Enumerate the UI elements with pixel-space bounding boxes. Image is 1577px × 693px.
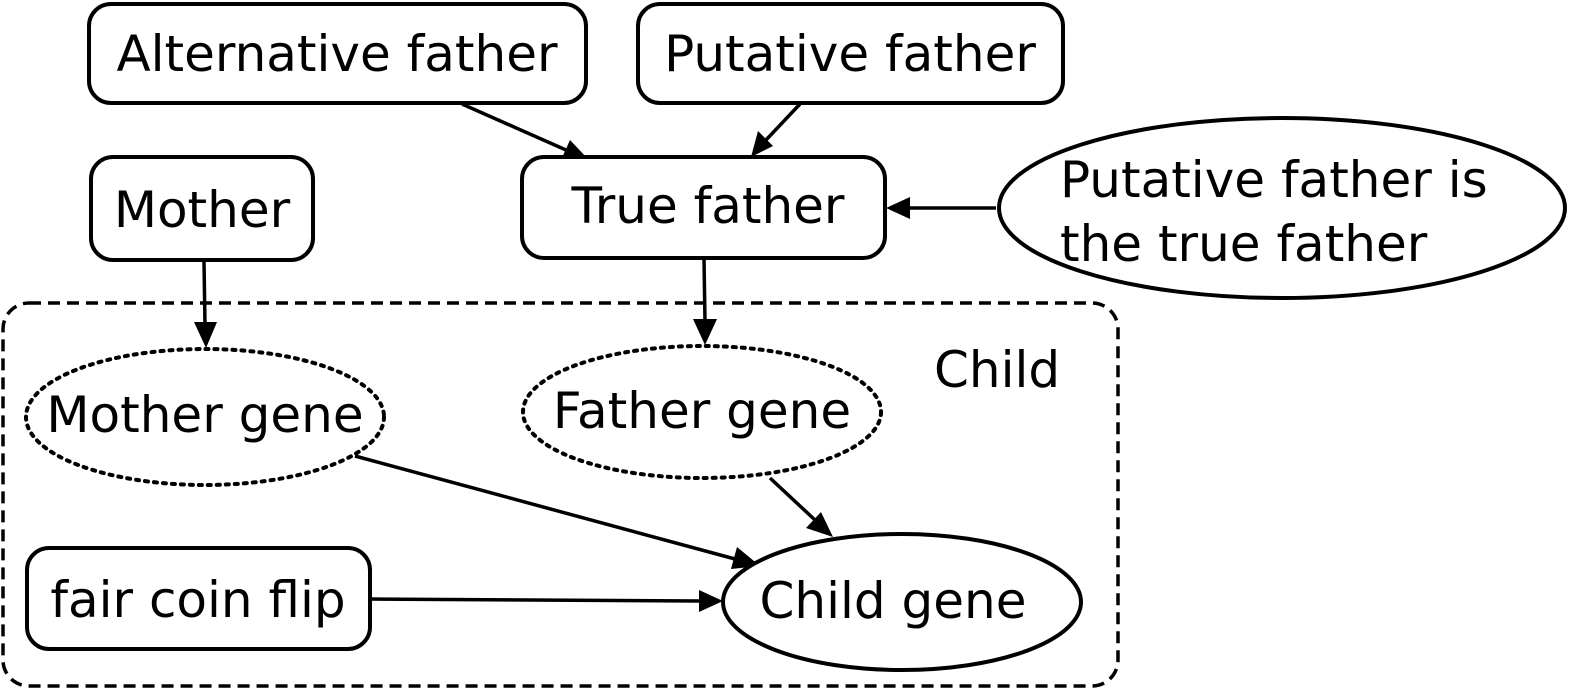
node-child-gene: Child gene bbox=[721, 532, 1083, 672]
edge-alternative-to-true bbox=[461, 102, 567, 152]
edge-true-to-fathergene bbox=[702, 258, 707, 323]
node-father-gene: Father gene bbox=[521, 344, 883, 480]
arrowhead-true-to-fathergene bbox=[693, 319, 717, 345]
child-plate bbox=[1, 301, 1120, 688]
arrowhead-fathergene-to-childgene bbox=[806, 512, 833, 537]
arrowhead-putative-to-true bbox=[751, 131, 773, 157]
node-true-father: True father bbox=[520, 155, 887, 260]
mother-label: Mother bbox=[114, 181, 291, 239]
node-putative-is-true-father: Putative father is the true father bbox=[997, 116, 1567, 300]
child-plate-label: Child bbox=[934, 341, 1060, 399]
arrowhead-indicator-to-true bbox=[886, 197, 910, 219]
putative-is-true-label-line1: Putative father is bbox=[1060, 151, 1488, 209]
arrowhead-mother-to-mothergene bbox=[194, 322, 217, 348]
child-gene-ellipse bbox=[721, 532, 1083, 672]
putative-is-true-label-line2: the true father bbox=[1060, 215, 1428, 273]
alternative-father-label: Alternative father bbox=[116, 25, 558, 83]
fair-coin-flip-label: fair coin flip bbox=[50, 571, 345, 629]
edge-putative-to-true bbox=[764, 102, 802, 142]
mother-gene-label: Mother gene bbox=[46, 386, 363, 444]
node-mother: Mother bbox=[89, 155, 315, 262]
edge-mother-to-mothergene bbox=[202, 261, 207, 326]
mother-gene-ellipse bbox=[24, 347, 386, 487]
putative-is-true-ellipse bbox=[997, 116, 1567, 300]
father-gene-label: Father gene bbox=[553, 382, 851, 440]
fair-coin-flip-box bbox=[25, 546, 372, 651]
alternative-father-box bbox=[87, 2, 588, 105]
node-fair-coin-flip: fair coin flip bbox=[25, 546, 372, 651]
edge-fathergene-to-childgene bbox=[768, 476, 817, 522]
edge-mothergene-to-childgene bbox=[354, 454, 736, 561]
father-gene-ellipse bbox=[521, 344, 883, 480]
arrowhead-coin-to-childgene bbox=[699, 590, 723, 612]
child-gene-label: Child gene bbox=[760, 572, 1027, 630]
edge-coin-to-childgene bbox=[369, 597, 701, 603]
node-alternative-father: Alternative father bbox=[87, 2, 588, 105]
true-father-box bbox=[520, 155, 887, 260]
true-father-label: True father bbox=[571, 177, 845, 235]
node-mother-gene: Mother gene bbox=[24, 347, 386, 487]
putative-father-box bbox=[636, 2, 1065, 105]
mother-box bbox=[89, 155, 315, 262]
putative-father-label: Putative father bbox=[664, 25, 1036, 83]
node-putative-father: Putative father bbox=[636, 2, 1065, 105]
